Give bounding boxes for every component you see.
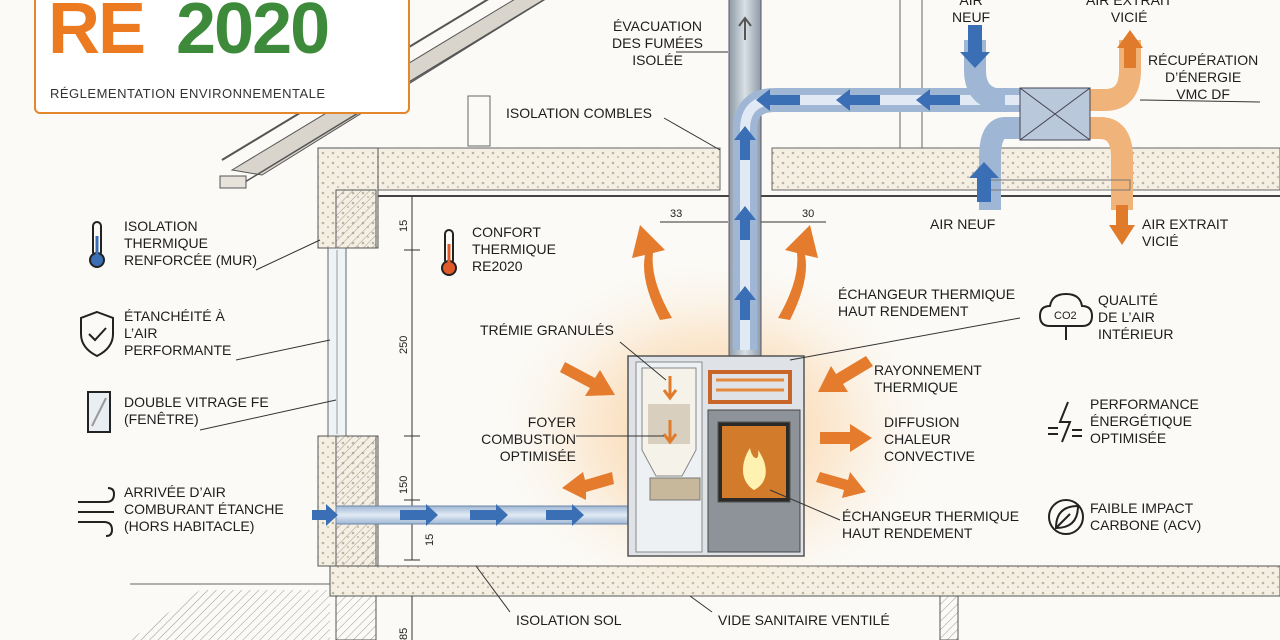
extract-air-arrows — [1109, 30, 1143, 245]
label-tremie: TRÉMIE GRANULÉS — [480, 322, 614, 338]
label-vide-sanitaire: VIDE SANITAIRE VENTILÉ — [718, 612, 890, 628]
leader-lines — [199, 51, 1261, 613]
shield-icon — [80, 310, 114, 358]
logo-re: RE — [48, 0, 146, 69]
label-isolation-combles: ISOLATION COMBLES — [506, 105, 652, 121]
cloud-co2-icon — [1038, 292, 1094, 340]
ceiling-insulation — [329, 147, 1280, 197]
thermometer-icon-comfort — [441, 229, 457, 276]
window-icon — [87, 391, 111, 433]
heat-arrows — [560, 225, 873, 500]
re2020-logo: RE 2020 RÉGLEMENTATION ENVIRONNEMENTALE — [34, 0, 410, 114]
air-flow-arrows — [734, 25, 999, 320]
pellet-stove — [627, 355, 805, 557]
dim-h85: 85 — [398, 627, 410, 640]
thermometer-icon — [89, 221, 105, 268]
wind-icon — [78, 487, 116, 537]
dim-h250: 250 — [398, 335, 410, 354]
dim-left-gap: 33 — [670, 208, 683, 220]
label-isolation-sol: ISOLATION SOL — [516, 612, 622, 628]
label-double-vitrage: DOUBLE VITRAGE FE(FENÊTRE) — [124, 394, 269, 427]
energy-icon — [1048, 401, 1082, 443]
logo-subtitle: RÉGLEMENTATION ENVIRONNEMENTALE — [50, 86, 326, 101]
dim-h150: 150 — [398, 475, 410, 494]
logo-year: 2020 — [176, 0, 330, 69]
walls — [317, 147, 379, 567]
dim-right-gap: 30 — [802, 208, 815, 220]
leaf-icon — [1048, 499, 1084, 535]
label-air-neuf-bottom: AIR NEUF — [930, 216, 996, 232]
dim-h15-top: 15 — [398, 219, 410, 232]
dim-h15-bottom: 15 — [424, 533, 436, 546]
dimension-lines — [404, 196, 826, 640]
co2-label: CO2 — [1054, 310, 1077, 322]
